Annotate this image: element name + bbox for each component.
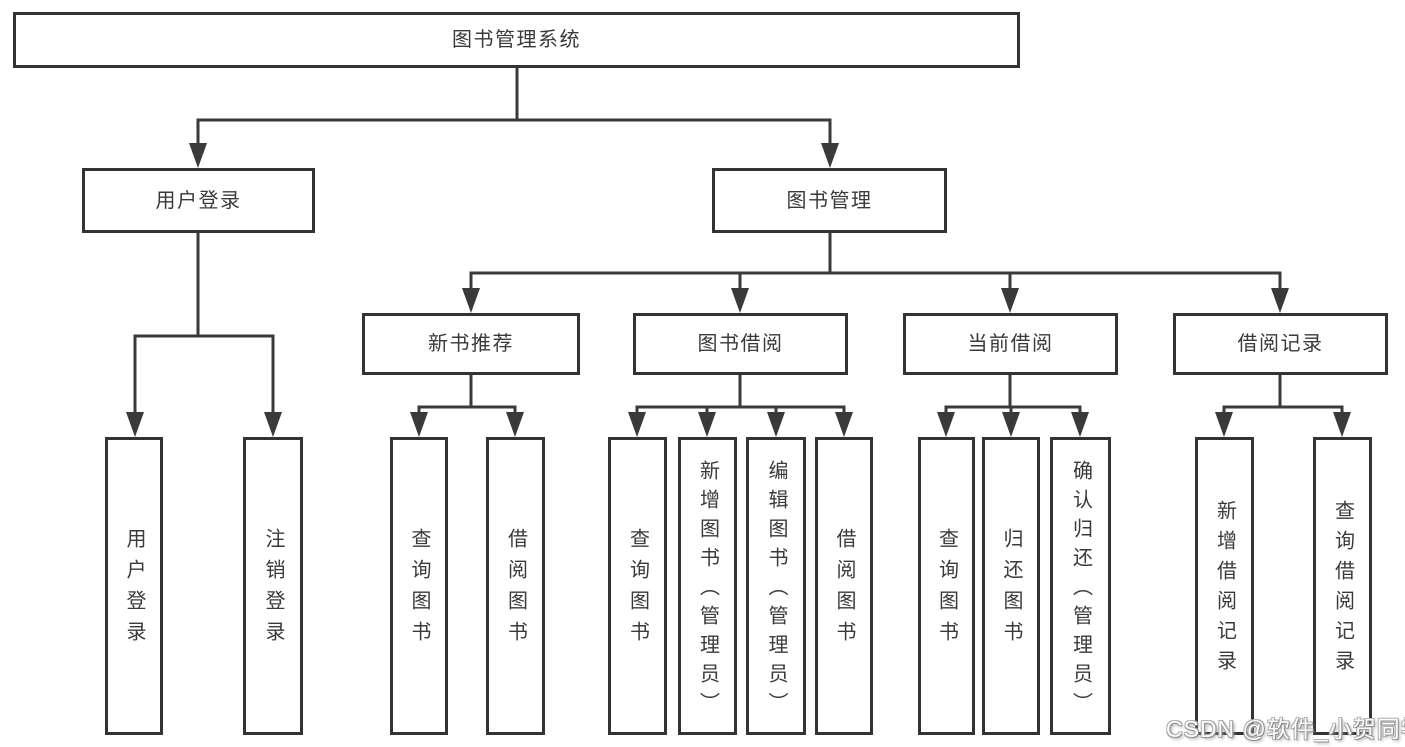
arrowhead	[698, 412, 716, 437]
leaf-query-books: 查询图书	[918, 437, 975, 735]
arrowhead	[1215, 412, 1233, 437]
node-label: 图书管理系统	[452, 29, 581, 51]
arrowhead	[731, 288, 749, 313]
node-book-borrowing: 图书借阅	[633, 313, 848, 375]
leaf-query-borrow-record: 查询借阅记录	[1313, 437, 1372, 735]
node-label: 查询图书	[626, 528, 649, 652]
node-user-login: 用户登录	[82, 168, 315, 233]
connector-currentborrow-to-leaves	[937, 375, 1089, 437]
node-label: 新增借阅记录	[1213, 500, 1236, 680]
connector-bookborrow-to-leaves	[628, 375, 853, 437]
node-label: 注销登录	[262, 528, 284, 652]
leaf-confirm-return-admin: 确认归还（管理员）	[1050, 437, 1111, 735]
leaf-query-books: 查询图书	[608, 437, 667, 735]
node-new-book-recommend: 新书推荐	[362, 313, 580, 375]
arrowhead	[937, 412, 955, 437]
arrowhead	[767, 412, 785, 437]
connector-bookmgmt-to-level3	[462, 233, 1289, 313]
node-label: 用户登录	[155, 189, 242, 212]
node-borrowing-records: 借阅记录	[1173, 313, 1388, 375]
arrowhead	[506, 412, 524, 437]
arrowhead	[1333, 412, 1351, 437]
arrowhead	[628, 412, 646, 437]
node-label: 归还图书	[1000, 528, 1022, 652]
connector-borrowrecord-to-leaves	[1215, 375, 1351, 437]
arrowhead	[1001, 288, 1019, 313]
leaf-add-books-admin: 新增图书（管理员）	[678, 437, 737, 735]
arrowhead	[126, 412, 144, 437]
node-label: 查询借阅记录	[1331, 500, 1354, 680]
node-label: 图书借阅	[697, 333, 784, 355]
node-label: 借阅图书	[833, 528, 855, 652]
arrowhead	[835, 412, 853, 437]
csdn-watermark: CSDN @软件_小贺同学	[1166, 716, 1405, 742]
node-label: 用户登录	[123, 528, 145, 652]
leaf-logout: 注销登录	[243, 437, 303, 735]
leaf-return-books: 归还图书	[982, 437, 1040, 735]
connector-root-to-level2	[189, 68, 839, 168]
arrowhead	[821, 143, 839, 168]
leaf-query-books: 查询图书	[390, 437, 448, 735]
node-label: 编辑图书（管理员）	[765, 459, 787, 721]
leaf-borrow-books: 借阅图书	[486, 437, 545, 735]
node-library-management-system: 图书管理系统	[13, 12, 1020, 68]
node-label: 查询图书	[935, 528, 958, 652]
node-label: 借阅图书	[504, 528, 527, 652]
node-current-borrowing: 当前借阅	[903, 313, 1118, 375]
arrowhead	[189, 143, 207, 168]
leaf-user-login: 用户登录	[105, 437, 163, 735]
arrowhead	[1271, 288, 1289, 313]
arrowhead	[410, 412, 428, 437]
node-label: 查询图书	[408, 528, 430, 652]
node-book-management: 图书管理	[712, 168, 947, 233]
arrowhead	[1071, 412, 1089, 437]
leaf-edit-books-admin: 编辑图书（管理员）	[746, 437, 806, 735]
leaf-add-borrow-record: 新增借阅记录	[1195, 437, 1254, 735]
arrowhead	[264, 412, 282, 437]
arrowhead	[462, 288, 480, 313]
node-label: 新书推荐	[428, 333, 514, 355]
node-label: 借阅记录	[1237, 333, 1324, 355]
connector-newbook-to-leaves	[410, 375, 524, 437]
connector-userlogin-to-leaves	[126, 233, 282, 437]
arrowhead	[1002, 412, 1020, 437]
leaf-borrow-books: 借阅图书	[815, 437, 873, 735]
node-label: 新增图书（管理员）	[696, 459, 719, 721]
node-label: 图书管理	[786, 189, 873, 212]
node-label: 当前借阅	[967, 333, 1054, 355]
node-label: 确认归还（管理员）	[1069, 459, 1092, 721]
